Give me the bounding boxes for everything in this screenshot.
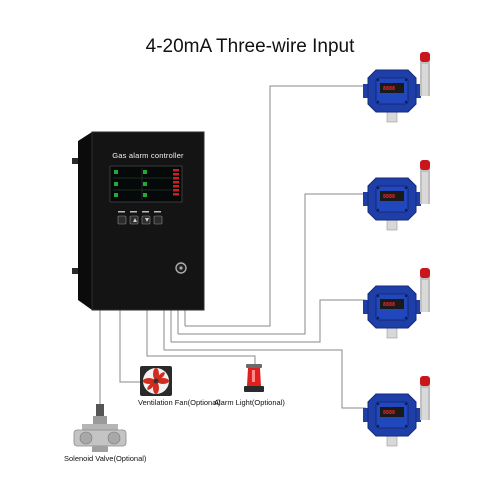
ventilation-fan-caption: Ventilation Fan(Optional): [138, 398, 221, 407]
alarm-light-caption: Alarm Light(Optional): [214, 398, 285, 407]
solenoid-valve-caption: Solenoid Valve(Optional): [64, 454, 146, 463]
